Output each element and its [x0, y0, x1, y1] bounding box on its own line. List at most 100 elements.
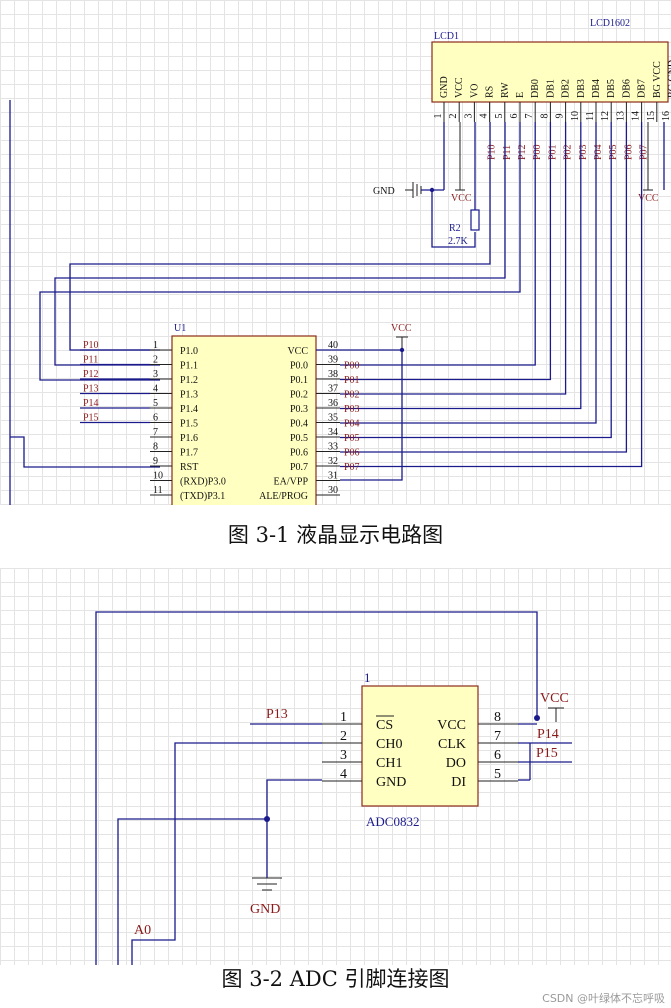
- adc0832-body: [361, 685, 479, 807]
- mcu-pin-number: 10: [153, 471, 163, 482]
- figure-3-1-caption: 图 3-1 液晶显示电路图: [227, 523, 444, 547]
- mcu-pin-name: P1.5: [180, 419, 198, 430]
- mcu-designator: U1: [174, 323, 186, 334]
- mcu-pin-number: 2: [153, 355, 158, 366]
- net-label-p14: P14: [537, 727, 559, 742]
- lcd-pin-number: 9: [555, 114, 566, 119]
- lcd-net-label: P00: [532, 144, 543, 160]
- mcu-pin-number: 32: [328, 456, 338, 467]
- mcu-pin-name: ALE/PROG: [259, 491, 308, 502]
- gnd-symbol-adc: GND: [250, 877, 282, 917]
- lcd-pin-number: 5: [494, 114, 505, 119]
- lcd-pin-number: 12: [600, 111, 611, 121]
- adc-pin-name: CLK: [438, 737, 466, 752]
- adc-pin-number: 4: [340, 767, 347, 782]
- mcu-net-label: P14: [83, 398, 99, 409]
- lcd-pin-name: DB2: [561, 79, 572, 98]
- lcd-pin-number: 2: [448, 114, 459, 119]
- lcd-pin-name: VCC: [454, 77, 465, 98]
- lcd-pin-number: 4: [479, 114, 490, 119]
- vcc-symbol-lcd-pin2: VCC: [451, 122, 472, 204]
- mcu-pin-name: (RXD)P3.0: [180, 477, 226, 488]
- lcd-pin-name: DB0: [530, 79, 541, 98]
- adc-pin-name: CS: [376, 718, 393, 733]
- mcu-pin-number: 3: [153, 369, 158, 380]
- mcu-net-label: P12: [83, 369, 99, 380]
- lcd-net-label: P02: [563, 144, 574, 160]
- lcd-pins: 1GND2VCC3VO4RS5RW6E7DB08DB19DB210DB311DB…: [433, 60, 671, 160]
- data-wire: [340, 122, 536, 366]
- lcd-pin-number: 8: [539, 114, 550, 119]
- mcu-pin-name: P0.3: [290, 404, 308, 415]
- adc-pin-name: GND: [376, 775, 406, 790]
- adc-pin-name: VCC: [437, 718, 466, 733]
- r2-resistor: [470, 122, 480, 231]
- adc-pin-number: 5: [494, 767, 501, 782]
- mcu-pin-number: 40: [328, 340, 338, 351]
- figure-3-2-caption: 图 3-2 ADC 引脚连接图: [221, 967, 450, 991]
- lcd-pin-name: RW: [500, 82, 511, 98]
- lcd-pin-number: 16: [661, 111, 671, 121]
- lcd-net-label: P07: [639, 144, 650, 160]
- mcu-pin-number: 39: [328, 355, 338, 366]
- mcu-net-label: P02: [344, 390, 360, 401]
- lcd-net-label: P05: [608, 144, 619, 160]
- mcu-pin-name: P0.2: [290, 390, 308, 401]
- mcu-pin-number: 5: [153, 398, 158, 409]
- data-bus-wires: [340, 122, 643, 468]
- vcc-junction-dot: [534, 715, 540, 721]
- lcd-pin-number: 1: [433, 114, 444, 119]
- mcu-pin-name: P0.1: [290, 375, 308, 386]
- lcd-pin-name: DB5: [606, 79, 617, 98]
- adc-pin-number: 3: [340, 748, 347, 763]
- adc-pin-name: CH0: [376, 737, 402, 752]
- csdn-watermark: CSDN @叶绿体不忘呼吸: [542, 992, 665, 1005]
- mcu-pin-name: EA/VPP: [274, 477, 309, 488]
- lcd-pin-number: 11: [585, 111, 596, 121]
- lcd-pin-number: 15: [646, 111, 657, 121]
- mcu-pin-name: P1.1: [180, 361, 198, 372]
- lcd-pin-name: BG VCC: [652, 61, 663, 98]
- schematic-grid: [0, 568, 671, 965]
- data-wire: [340, 122, 552, 381]
- mcu-pin-number: 35: [328, 413, 338, 424]
- mcu-pin-name: VCC: [287, 346, 308, 357]
- svg-text:VCC: VCC: [391, 323, 412, 334]
- gnd-symbol: [405, 182, 422, 198]
- svg-text:VCC: VCC: [638, 193, 659, 204]
- mcu-pin-name: P1.0: [180, 346, 198, 357]
- data-wire: [340, 122, 612, 439]
- data-wire: [340, 122, 597, 424]
- lcd-pin-name: GND: [439, 76, 450, 98]
- lcd-pin-name: DB3: [576, 79, 587, 98]
- svg-text:VCC: VCC: [540, 691, 569, 706]
- lcd-part-name: LCD1602: [590, 18, 630, 29]
- vcc-symbol-adc: VCC: [540, 691, 569, 722]
- lcd-pin-name: BG GND: [667, 60, 671, 98]
- mcu-pin-number: 33: [328, 442, 338, 453]
- lcd-designator: LCD1: [434, 31, 459, 42]
- lcd-net-label: P11: [502, 145, 513, 160]
- mcu-pin-name: P1.2: [180, 375, 198, 386]
- mcu-pin-number: 9: [153, 456, 158, 467]
- gnd-label: GND: [373, 186, 395, 197]
- mcu-net-label: P10: [83, 340, 99, 351]
- mcu-pin-number: 38: [328, 369, 338, 380]
- lcd-pin-name: DB4: [591, 79, 602, 98]
- mcu-u1-body: [171, 335, 317, 505]
- mcu-net-label: P07: [344, 462, 360, 473]
- data-wire: [340, 122, 582, 410]
- lcd-net-label: P01: [547, 144, 558, 160]
- adc-pin-name: CH1: [376, 756, 402, 771]
- lcd-pin-number: 3: [463, 114, 474, 119]
- mcu-pin-name: P1.3: [180, 390, 198, 401]
- adc-schematic: VCC 1 ADC0832 1CS2CH03CH14GND8VCC7CLK6DO…: [95, 611, 572, 965]
- svg-text:VCC: VCC: [451, 193, 472, 204]
- r2-designator: R2: [449, 223, 461, 234]
- lcd-net-label: P12: [517, 144, 528, 160]
- lcd-pin-name: E: [515, 92, 526, 98]
- data-wire: [340, 122, 567, 395]
- mcu-pin-name: P1.7: [180, 448, 198, 459]
